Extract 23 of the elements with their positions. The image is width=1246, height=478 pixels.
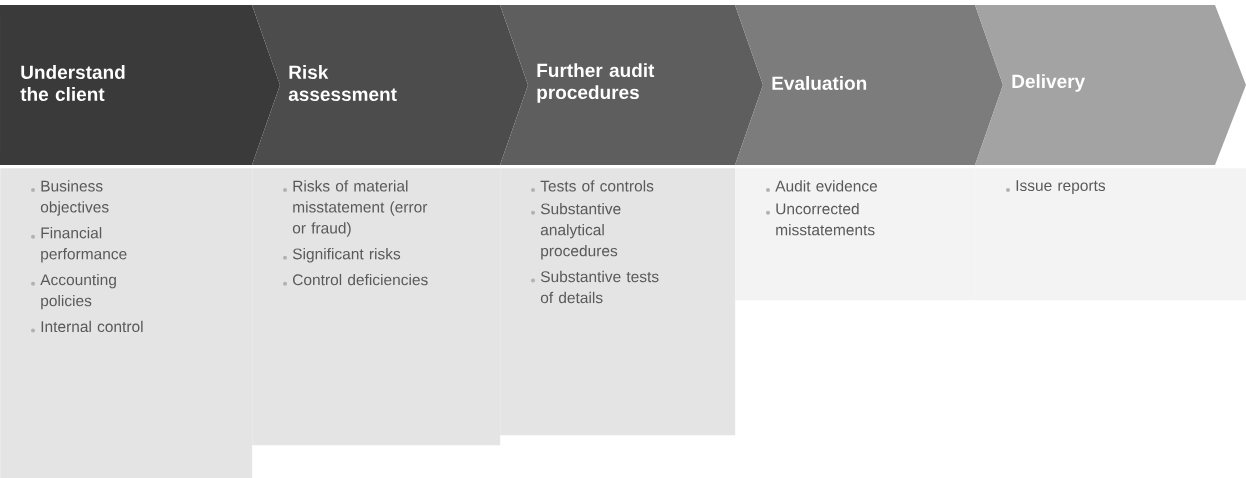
bullet-item: Business objectives: [31, 180, 109, 216]
bullet-item: Significant risks: [283, 248, 401, 263]
content-panel: [252, 168, 501, 446]
bullet-item: Risks of material misstatement (error or fraud): [283, 180, 428, 237]
stage-heading: Delivery: [1012, 74, 1086, 92]
stage-heading: Evaluation: [772, 76, 867, 90]
stage-heading: Understand the client: [20, 65, 125, 101]
bullet-item: Substantive analytical procedures: [531, 203, 621, 260]
bullet-item: Audit evidence: [766, 180, 878, 192]
bullet-item: Accounting policies: [31, 273, 116, 310]
content-panel: [735, 168, 976, 301]
content-panel: [0, 168, 253, 478]
stage-heading: Further audit procedures: [537, 63, 655, 103]
bullet-item: Tests of controls: [531, 180, 654, 192]
bullet-item: Control deficiencies: [283, 273, 428, 286]
bullet-item: Financial performance: [31, 227, 127, 263]
bullet-item: Internal control: [31, 320, 143, 333]
content-panel: [975, 168, 1246, 301]
bullet-item: Issue reports: [1006, 180, 1106, 195]
bullet-item: Substantive tests of details: [531, 270, 659, 304]
bullet-item: Uncorrected misstatements: [766, 203, 875, 236]
content-panel: [500, 168, 736, 436]
stage-heading: Risk assessment: [288, 65, 397, 101]
